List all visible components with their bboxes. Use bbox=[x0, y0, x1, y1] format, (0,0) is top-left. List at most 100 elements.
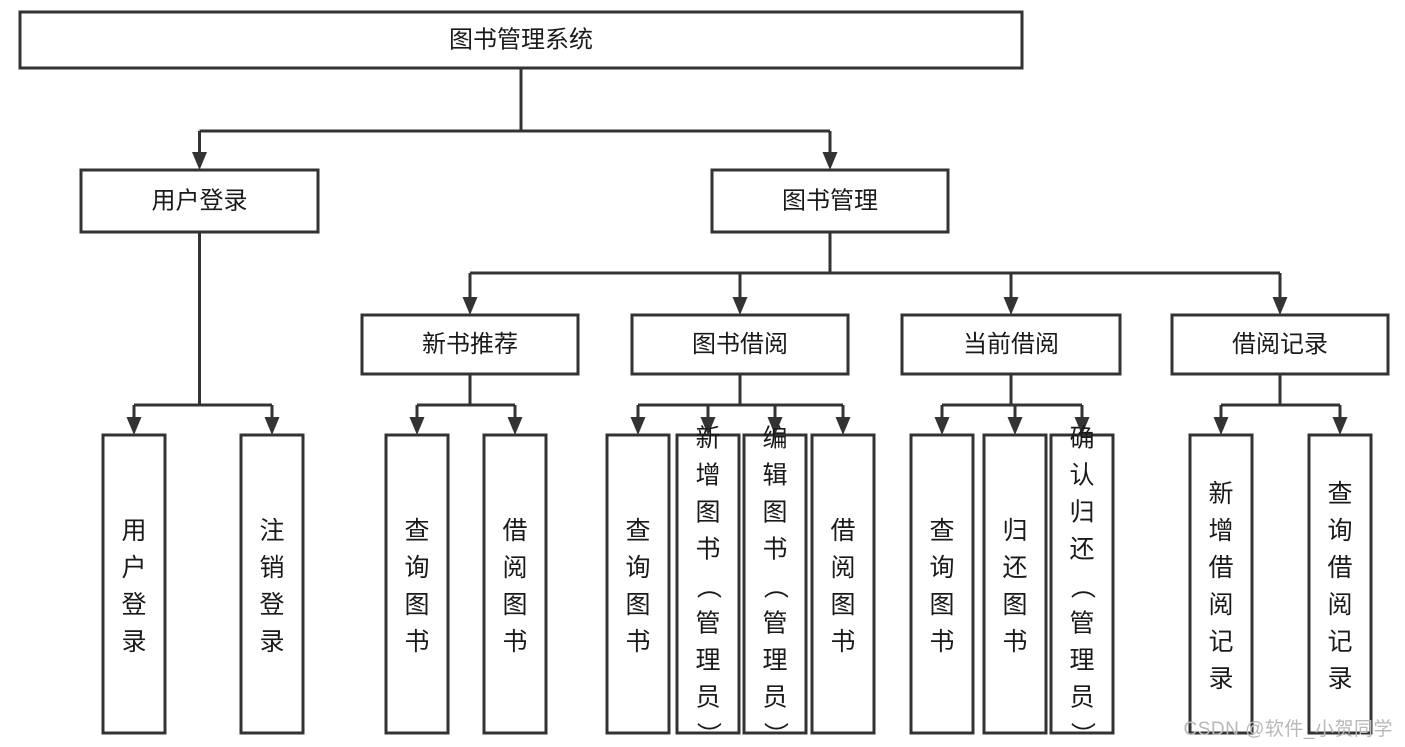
node-label-char: 户 bbox=[121, 554, 146, 582]
node-label-char: 查 bbox=[625, 517, 650, 545]
node-label-char: 员 bbox=[695, 683, 720, 711]
node-label-char: 销 bbox=[259, 554, 284, 582]
node-label-char: 录 bbox=[259, 628, 284, 656]
node-label: 用户登录 bbox=[152, 187, 248, 214]
arrow-head bbox=[732, 297, 748, 315]
node-label-char: 归 bbox=[1069, 498, 1094, 526]
node-label-char: 新 bbox=[695, 424, 720, 452]
node-label-char: 记 bbox=[1208, 628, 1233, 656]
node-label-char: （ bbox=[1068, 574, 1096, 599]
node-label-char: 确 bbox=[1069, 424, 1094, 452]
node-label-char: 图 bbox=[830, 591, 855, 619]
node-label-char: （ bbox=[761, 574, 789, 599]
node-label-char: 书 bbox=[1002, 628, 1027, 656]
arrow-head bbox=[126, 417, 142, 435]
node-label-char: 录 bbox=[121, 628, 146, 656]
node-label: 新书推荐 bbox=[422, 331, 518, 358]
node-label-char: 管 bbox=[762, 609, 787, 637]
arrow-head bbox=[934, 417, 950, 435]
node-label-char: 询 bbox=[625, 554, 650, 582]
node-label-char: 书 bbox=[830, 628, 855, 656]
node-label-char: ） bbox=[761, 722, 789, 747]
node-box bbox=[482, 433, 548, 735]
node-label-char: 登 bbox=[121, 591, 146, 619]
node-label-char: 书 bbox=[929, 628, 954, 656]
node-label-char: 询 bbox=[1327, 517, 1352, 545]
arrow-head bbox=[264, 417, 280, 435]
arrow-head bbox=[1003, 297, 1019, 315]
node-new-book-recommend[interactable]: 新书推荐 bbox=[360, 313, 580, 376]
arrow-head bbox=[1272, 297, 1288, 315]
node-label: 图书管理系统 bbox=[449, 26, 593, 53]
node-label-char: 图 bbox=[695, 498, 720, 526]
node-current-borrow[interactable]: 当前借阅 bbox=[900, 313, 1122, 376]
arrow-head bbox=[1332, 417, 1348, 435]
node-label-char: 注 bbox=[259, 517, 284, 545]
node-label-char: 阅 bbox=[1208, 591, 1233, 619]
node-label-char: 增 bbox=[695, 461, 720, 489]
node-box bbox=[982, 433, 1048, 735]
node-user-login[interactable]: 用户登录 bbox=[79, 168, 320, 234]
node-box bbox=[630, 313, 850, 376]
arrow-head bbox=[822, 152, 838, 170]
node-label-char: 增 bbox=[1208, 517, 1233, 545]
node-label-char: 还 bbox=[1069, 535, 1094, 563]
arrow-head bbox=[1007, 417, 1023, 435]
node-label-char: 查 bbox=[929, 517, 954, 545]
node-label: 借阅记录 bbox=[1232, 331, 1328, 358]
arrow-head bbox=[1074, 417, 1090, 435]
node-borrow-record[interactable]: 借阅记录 bbox=[1170, 313, 1390, 376]
node-label-char: 图 bbox=[502, 591, 527, 619]
arrow-head bbox=[767, 417, 783, 435]
arrow-head bbox=[630, 417, 646, 435]
node-box bbox=[1049, 433, 1115, 735]
node-box bbox=[101, 433, 167, 735]
arrow-head bbox=[700, 417, 716, 435]
node-label-char: 管 bbox=[1069, 609, 1094, 637]
node-label-char: 阅 bbox=[830, 554, 855, 582]
node-label-char: 还 bbox=[1002, 554, 1027, 582]
node-box bbox=[79, 168, 320, 234]
node-label-char: 员 bbox=[762, 683, 787, 711]
node-book-borrow[interactable]: 图书借阅 bbox=[630, 313, 850, 376]
node-label-char: 书 bbox=[762, 535, 787, 563]
node-label-char: 书 bbox=[695, 535, 720, 563]
arrow-head bbox=[409, 417, 425, 435]
node-label-char: 编 bbox=[762, 424, 787, 452]
node-label-char: 归 bbox=[1002, 517, 1027, 545]
node-label-char: 阅 bbox=[1327, 591, 1352, 619]
node-label-char: 认 bbox=[1069, 461, 1094, 489]
node-box bbox=[909, 433, 975, 735]
node-label-char: 录 bbox=[1327, 665, 1352, 693]
node-label-char: 书 bbox=[404, 628, 429, 656]
node-label-char: 借 bbox=[1327, 554, 1352, 582]
arrow-head bbox=[507, 417, 523, 435]
node-label-char: 图 bbox=[762, 498, 787, 526]
node-box bbox=[742, 433, 808, 735]
node-root[interactable]: 图书管理系统 bbox=[18, 10, 1024, 70]
node-label-char: 登 bbox=[259, 591, 284, 619]
node-label-char: 管 bbox=[695, 609, 720, 637]
node-leaf-user-login[interactable]: 用户登录 bbox=[101, 433, 167, 735]
node-label-char: ） bbox=[1068, 722, 1096, 747]
node-label-char: 理 bbox=[1069, 646, 1094, 674]
node-label-char: 图 bbox=[1002, 591, 1027, 619]
node-label-char: 辑 bbox=[762, 461, 787, 489]
node-label-char: 查 bbox=[1327, 480, 1352, 508]
node-label-char: 员 bbox=[1069, 683, 1094, 711]
node-box bbox=[384, 433, 450, 735]
node-book-manage[interactable]: 图书管理 bbox=[710, 168, 950, 234]
